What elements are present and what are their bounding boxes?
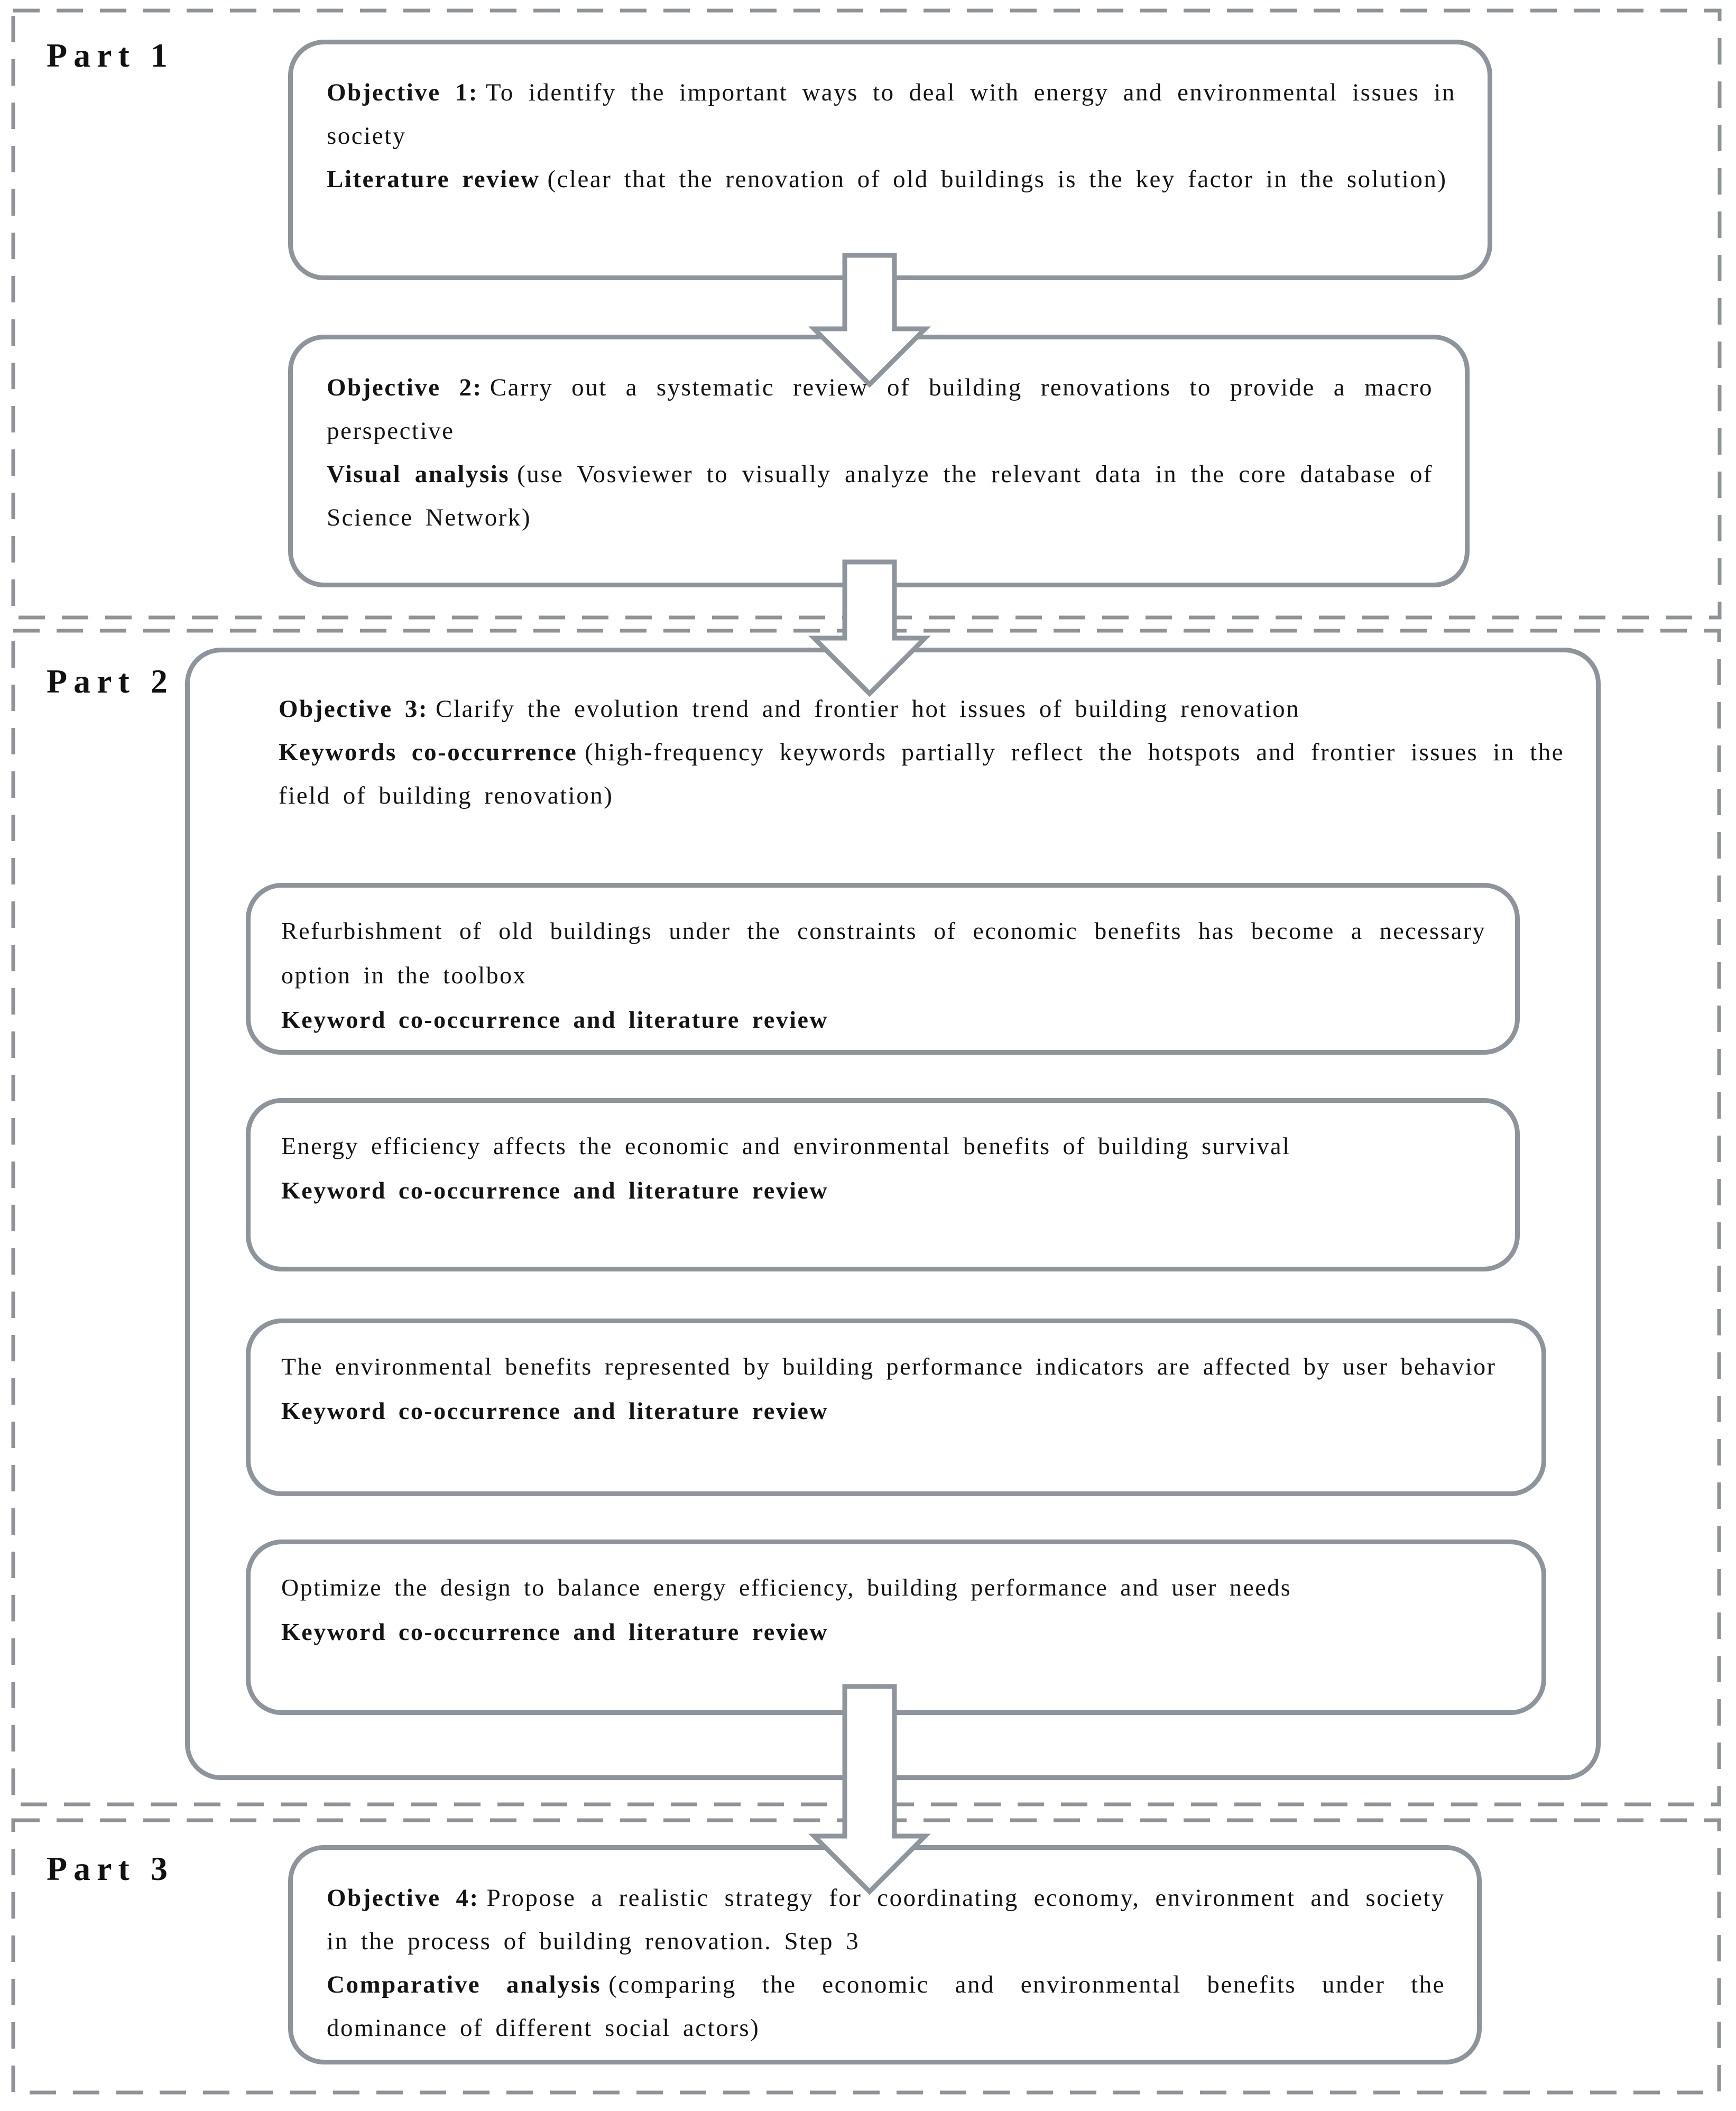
finding-2-text: Energy efficiency affects the economic a… (281, 1132, 1291, 1159)
objective-3-method: Keywords co-occurrence(high-frequency ke… (279, 739, 1564, 809)
objective-4-text: Objective 4:Propose a realistic strategy… (327, 1884, 1445, 1955)
method-2-label: Visual analysis (327, 460, 510, 488)
objective-2-method: Visual analysis(use Vosviewer to visuall… (327, 460, 1433, 531)
objective-4-label: Objective 4: (327, 1884, 479, 1912)
objective-3-label: Objective 3: (279, 695, 429, 723)
objective-2-box: Objective 2:Carry out a systematic revie… (288, 335, 1470, 587)
objective-1-method: Literature review(clear that the renovat… (327, 165, 1447, 193)
method-4-label: Comparative analysis (327, 1971, 602, 1998)
part2-label: Part 2 (47, 662, 174, 700)
finding-4-text: Optimize the design to balance energy ef… (281, 1574, 1292, 1601)
part3-label: Part 3 (47, 1850, 174, 1887)
finding-box-2: Energy efficiency affects the economic a… (246, 1098, 1520, 1271)
finding-box-3: The environmental benefits represented b… (246, 1319, 1546, 1496)
part2-container-box: Objective 3:Clarify the evolution trend … (185, 648, 1601, 1780)
objective-1-box: Objective 1:To identify the important wa… (288, 40, 1492, 280)
objective-2-label: Objective 2: (327, 374, 483, 401)
finding-4-method: Keyword co-occurrence and literature rev… (281, 1618, 829, 1645)
finding-3-text: The environmental benefits represented b… (281, 1353, 1497, 1380)
objective-4-box: Objective 4:Propose a realistic strategy… (288, 1845, 1482, 2064)
objective-4-method: Comparative analysis(comparing the econo… (327, 1971, 1446, 2042)
finding-box-1: Refurbishment of old buildings under the… (246, 883, 1520, 1055)
finding-1-method: Keyword co-occurrence and literature rev… (281, 1006, 829, 1033)
objective-3-header: Objective 3:Clarify the evolution trend … (279, 687, 1564, 817)
finding-1-text: Refurbishment of old buildings under the… (281, 917, 1486, 989)
method-3-label: Keywords co-occurrence (279, 739, 578, 766)
finding-3-method: Keyword co-occurrence and literature rev… (281, 1397, 829, 1424)
part1-label: Part 1 (47, 36, 174, 74)
method-1-label: Literature review (327, 165, 540, 193)
objective-2-text: Objective 2:Carry out a systematic revie… (327, 374, 1433, 445)
objective-1-label: Objective 1: (327, 79, 478, 106)
finding-2-method: Keyword co-occurrence and literature rev… (281, 1177, 829, 1204)
finding-box-4: Optimize the design to balance energy ef… (246, 1540, 1546, 1715)
objective-1-text: Objective 1:To identify the important wa… (327, 79, 1456, 150)
objective-3-text: Objective 3:Clarify the evolution trend … (279, 695, 1300, 723)
